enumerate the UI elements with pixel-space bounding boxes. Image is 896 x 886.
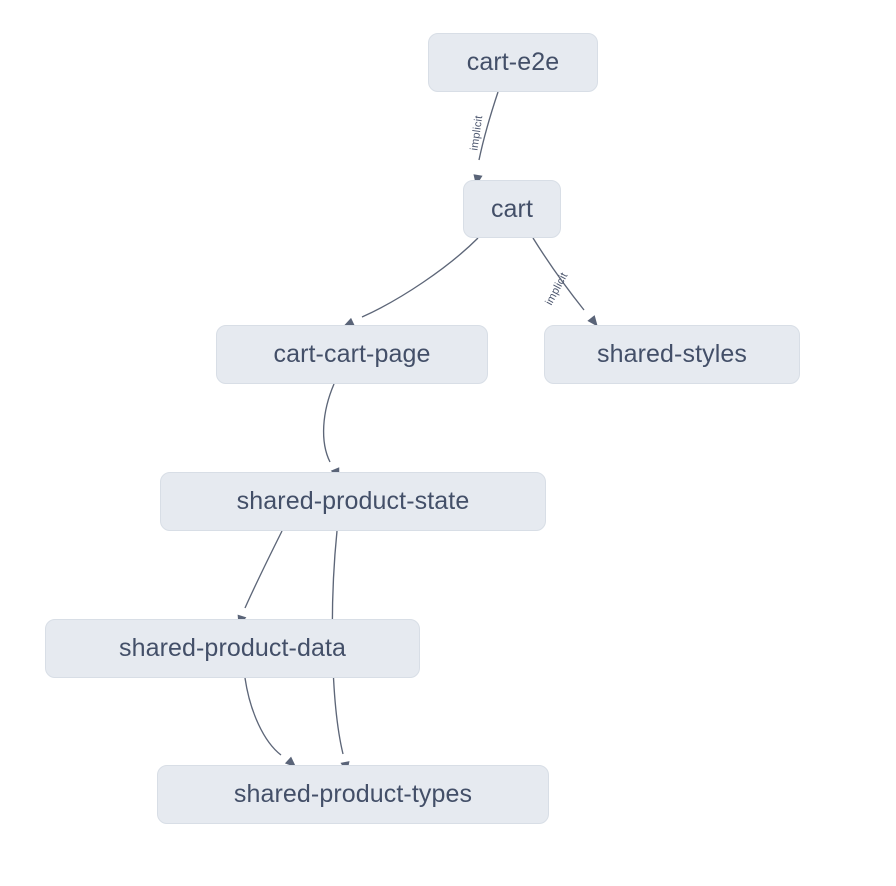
edge-label-cart-e2e-cart: implicit bbox=[469, 115, 486, 152]
graph-node-cart[interactable]: cart bbox=[463, 180, 561, 238]
graph-node-shared-styles[interactable]: shared-styles bbox=[544, 325, 800, 384]
edge-cart-e2e__cart bbox=[478, 91, 499, 161]
graph-node-cart-cart-page[interactable]: cart-cart-page bbox=[216, 325, 488, 384]
graph-node-shared-product-types[interactable]: shared-product-types bbox=[157, 765, 549, 824]
edge-shared-product-data__shared-product-types bbox=[244, 677, 282, 756]
edge-cart-cart-page__shared-product-state bbox=[322, 383, 335, 463]
edge-label-cart-shared-styles: implicit bbox=[543, 271, 570, 308]
edge-shared-product-state__shared-product-data bbox=[244, 530, 283, 609]
arrowhead-cart__shared-styles bbox=[587, 315, 598, 327]
graph-node-shared-product-data[interactable]: shared-product-data bbox=[45, 619, 420, 678]
graph-node-cart-e2e[interactable]: cart-e2e bbox=[428, 33, 598, 92]
graph-node-shared-product-state[interactable]: shared-product-state bbox=[160, 472, 546, 531]
arrowhead-cart__cart-cart-page bbox=[343, 317, 355, 327]
edge-cart__cart-cart-page bbox=[361, 237, 479, 318]
edge-cart__shared-styles bbox=[532, 237, 585, 311]
arrowhead-shared-product-data__shared-product-types bbox=[284, 756, 297, 768]
